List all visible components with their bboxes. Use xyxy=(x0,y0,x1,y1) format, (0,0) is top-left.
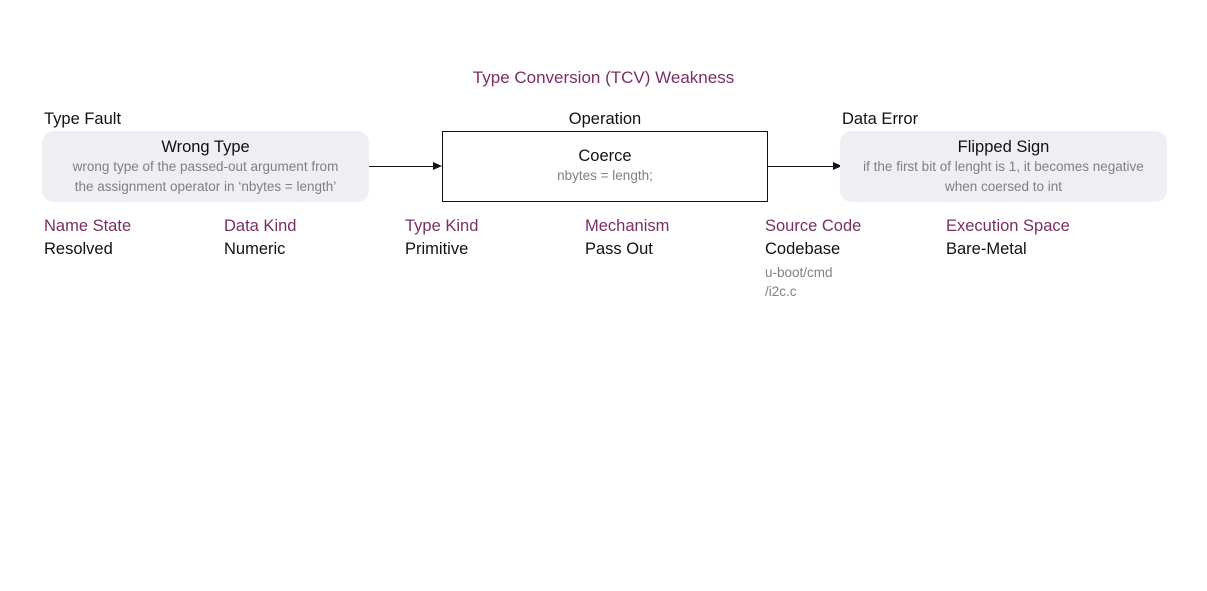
mechanism-value: Pass Out xyxy=(585,240,653,258)
type-kind-label: Type Kind xyxy=(405,217,479,235)
source-code-label: Source Code xyxy=(765,217,862,235)
arrow-fault-to-operation xyxy=(369,166,434,168)
source-code-path: u-boot/cmd /i2c.c xyxy=(765,263,833,301)
data-error-header: Data Error xyxy=(842,110,919,128)
execution-space-value: Bare-Metal xyxy=(946,240,1027,258)
wrong-type-desc-line1: wrong type of the passed-out argument fr… xyxy=(72,159,339,174)
wrong-type-box: Wrong Type wrong type of the passed-out … xyxy=(42,131,369,202)
source-code-value: Codebase xyxy=(765,240,841,258)
type-kind-value: Primitive xyxy=(405,240,469,258)
flipped-sign-desc-line1: if the first bit of lenght is 1, it beco… xyxy=(863,159,1144,174)
source-code-path-line2: /i2c.c xyxy=(765,284,797,299)
arrow-head-icon xyxy=(833,162,842,170)
coerce-code: nbytes = length; xyxy=(557,168,653,183)
mechanism-label: Mechanism xyxy=(585,217,670,235)
coerce-title: Coerce xyxy=(578,147,632,165)
operation-header: Operation xyxy=(568,110,642,128)
name-state-value: Resolved xyxy=(44,240,113,258)
flipped-sign-title: Flipped Sign xyxy=(957,138,1050,156)
diagram-title: Type Conversion (TCV) Weakness xyxy=(472,68,735,87)
arrow-head-icon xyxy=(433,162,442,170)
coerce-box: Coerce nbytes = length; xyxy=(442,131,768,202)
wrong-type-desc-line2: the assignment operator in ‘nbytes = len… xyxy=(74,179,337,194)
execution-space-label: Execution Space xyxy=(946,217,1070,235)
data-kind-value: Numeric xyxy=(224,240,286,258)
source-code-path-line1: u-boot/cmd xyxy=(765,265,833,280)
arrow-operation-to-error xyxy=(768,166,834,168)
wrong-type-title: Wrong Type xyxy=(161,138,250,156)
data-kind-label: Data Kind xyxy=(224,217,297,235)
flipped-sign-desc-line2: when coersed to int xyxy=(944,179,1063,194)
name-state-label: Name State xyxy=(44,217,132,235)
type-fault-header: Type Fault xyxy=(44,110,122,128)
flipped-sign-box: Flipped Sign if the first bit of lenght … xyxy=(840,131,1167,202)
